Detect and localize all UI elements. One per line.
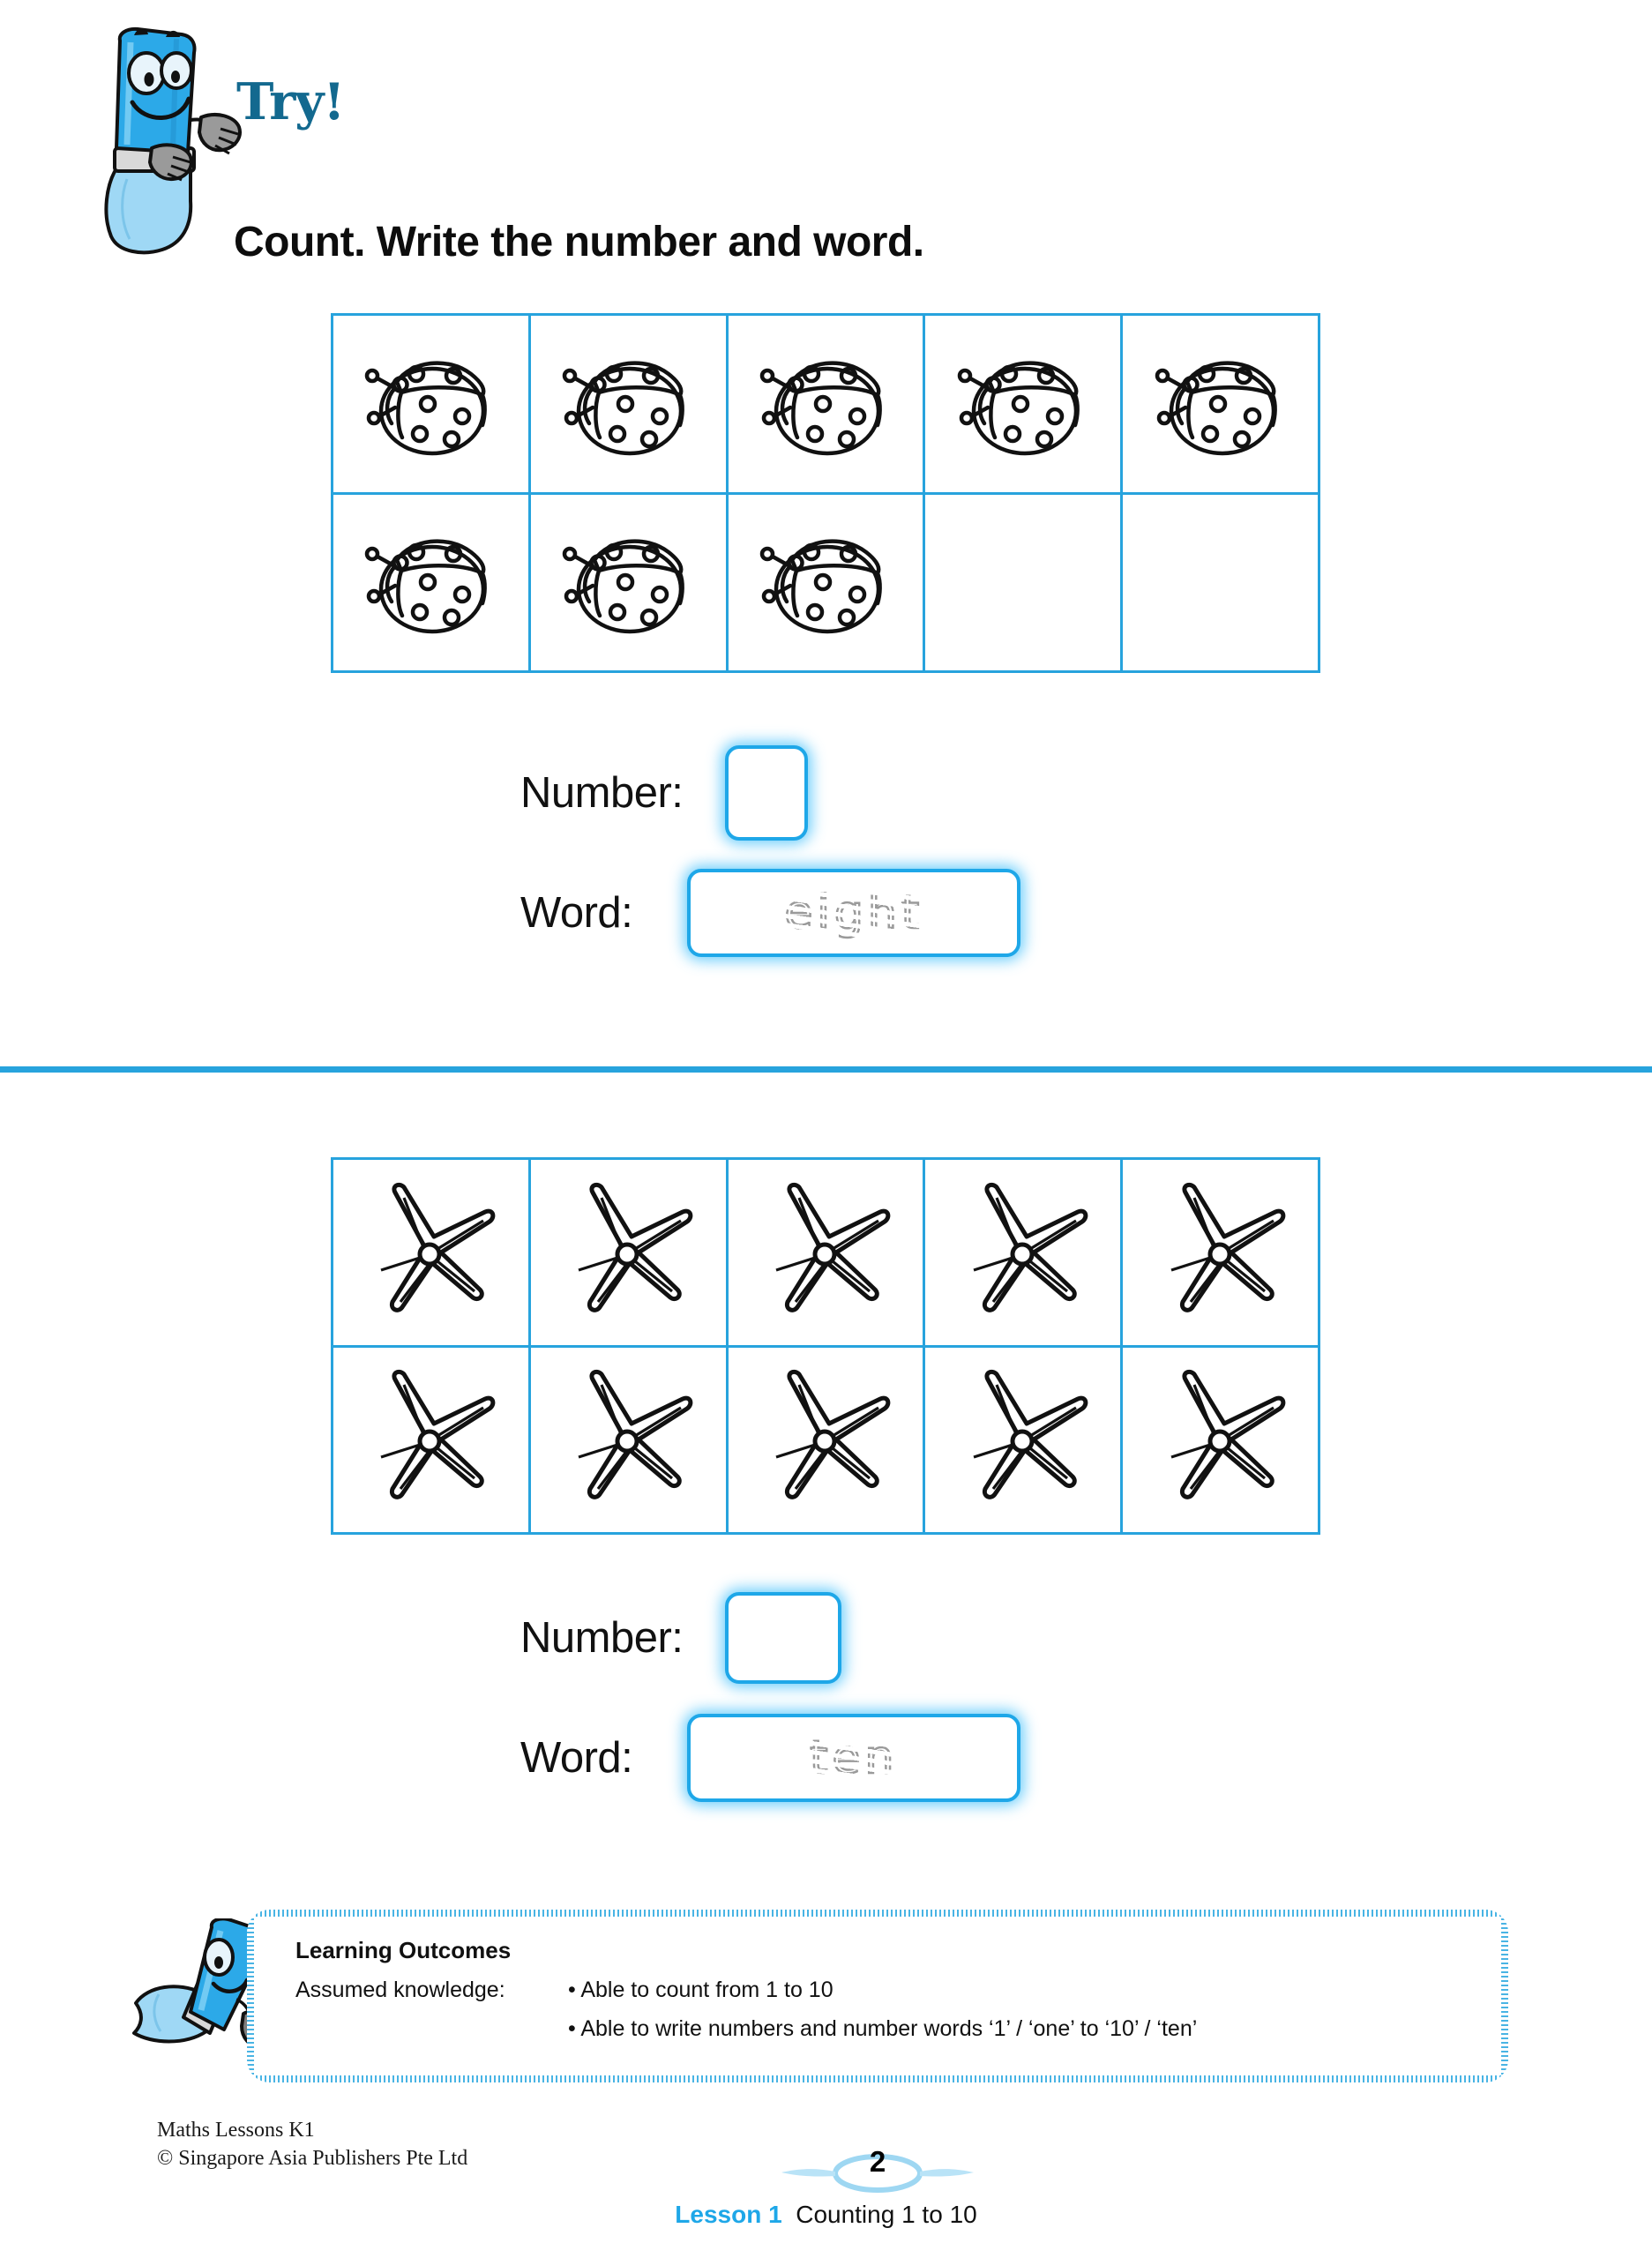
grid-cell [1123, 316, 1320, 495]
try-badge-label: Try! [236, 72, 345, 131]
counting-grid-ladybugs [331, 313, 1320, 673]
learning-outcomes-title: Learning Outcomes [295, 1937, 512, 1963]
starfish-icon [775, 1370, 891, 1500]
footer-book-title: Maths Lessons K1 [157, 2119, 315, 2142]
starfish-icon [578, 1182, 693, 1312]
ladybug-icon [759, 361, 882, 455]
starfish-icon [1170, 1370, 1285, 1500]
word-trace-eight: eight [777, 878, 931, 948]
grid-cell [333, 1160, 531, 1348]
word-label: Word: [520, 1734, 633, 1782]
footer-publisher: Maths Lessons K1 © Singapore Asia Publis… [157, 2117, 467, 2172]
grid-cell [333, 1347, 531, 1535]
grid-cell [925, 1160, 1124, 1348]
grid-cell [925, 316, 1124, 495]
number-label: Number: [520, 769, 684, 817]
learning-outcome-bullet: • Able to write numbers and number words… [568, 2016, 1198, 2041]
starfish-icon [380, 1370, 496, 1500]
assumed-knowledge-label: Assumed knowledge: [295, 1978, 505, 2002]
grid-cell-empty [925, 494, 1124, 673]
instruction-text: Count. Write the number and word. [234, 219, 924, 265]
word-label: Word: [520, 889, 633, 937]
starfish-icon [775, 1182, 891, 1312]
grid-cell [925, 1347, 1124, 1535]
grid-cell [530, 1347, 729, 1535]
number-label: Number: [520, 1614, 684, 1662]
ladybug-icon [365, 361, 488, 455]
starfish-icon [973, 1370, 1088, 1500]
word-trace-ten: ten [803, 1723, 906, 1793]
word-answer-box[interactable]: ten [687, 1714, 1021, 1802]
grid-cell [728, 1347, 926, 1535]
number-answer-box[interactable] [725, 745, 809, 841]
learning-outcomes-section: Learning Outcomes Assumed knowledge: • A… [132, 1910, 1508, 2095]
footer-lesson: Lesson 1 Counting 1 to 10 [0, 2201, 1652, 2229]
starfish-icon [380, 1182, 496, 1312]
section-divider [0, 1066, 1652, 1073]
grid-cell [728, 1160, 926, 1348]
page-number-swoosh [781, 2154, 974, 2193]
grid-cell [1123, 1347, 1320, 1535]
footer-lesson-title: Counting 1 to 10 [796, 2201, 977, 2228]
footer-copyright: © Singapore Asia Publishers Pte Ltd [157, 2146, 468, 2170]
word-answer-box[interactable]: eight [687, 869, 1021, 957]
grid-cell [333, 494, 531, 673]
grid-cell [1123, 1160, 1320, 1348]
grid-cell [530, 494, 729, 673]
ladybug-icon [562, 361, 685, 455]
ladybug-icon [1155, 361, 1277, 455]
starfish-icon [1170, 1182, 1285, 1312]
learning-outcomes-inner: Learning Outcomes Assumed knowledge: • A… [255, 1918, 1500, 2075]
number-answer-box[interactable] [725, 1592, 842, 1684]
starfish-icon [973, 1182, 1088, 1312]
ladybug-icon [562, 539, 685, 634]
ladybug-icon [365, 539, 488, 634]
grid-cell-empty [1123, 494, 1320, 673]
page-number: 2 [869, 2145, 886, 2178]
starfish-icon [578, 1370, 693, 1500]
grid-cell [530, 316, 729, 495]
grid-cell [728, 316, 926, 495]
grid-cell [333, 316, 531, 495]
learning-outcomes-box: Learning Outcomes Assumed knowledge: • A… [247, 1910, 1508, 2082]
counting-grid-starfish [331, 1157, 1320, 1535]
ladybug-icon [759, 539, 882, 634]
ladybug-icon [957, 361, 1080, 455]
footer-lesson-number: Lesson 1 [675, 2201, 782, 2228]
paintbrush-mascot-top [104, 26, 242, 255]
grid-cell [530, 1160, 729, 1348]
grid-cell [728, 494, 926, 673]
learning-outcome-bullet: • Able to count from 1 to 10 [568, 1978, 833, 2002]
